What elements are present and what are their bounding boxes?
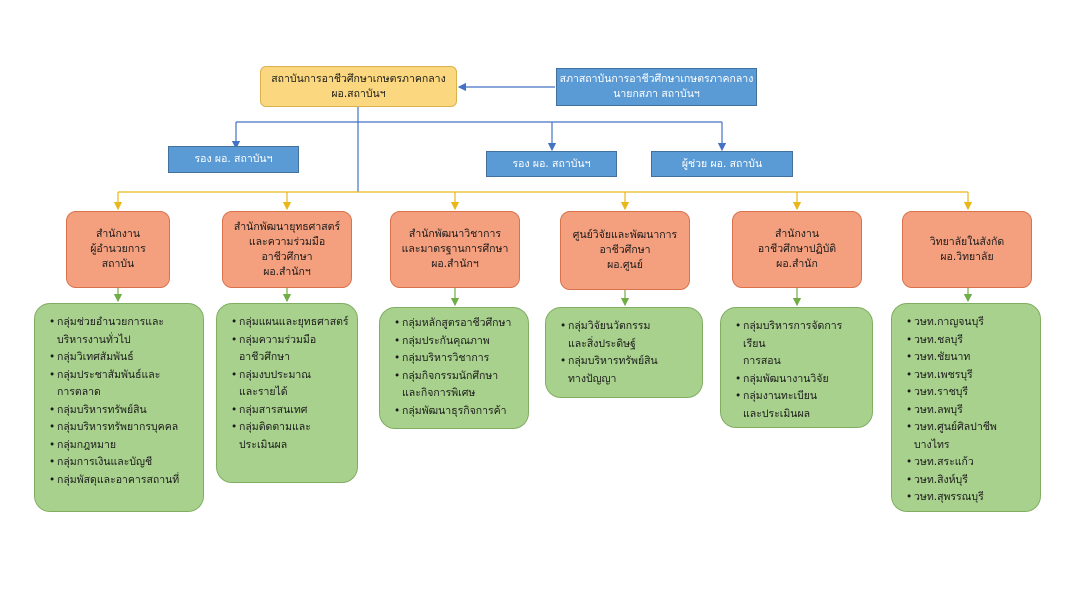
list-item: กลุ่มแผนและยุทธศาสตร์	[231, 314, 349, 332]
group-list-colleges: วษท.กาญจนบุรี วษท.ชลบุรี วษท.ชัยนาท วษท.…	[891, 303, 1041, 512]
list-item: วษท.ศูนย์ศิลปาชีพบางไทร	[906, 419, 1032, 454]
unit-box-practical-office: สำนักงาน อาชีวศึกษาปฏิบัติ ผอ.สำนัก	[732, 211, 862, 288]
council-box: สภาสถาบันการอาชีวศึกษาเกษตรภาคกลาง นายกส…	[556, 68, 757, 106]
list-item: กลุ่มวิจัยนวัตกรรม และสิ่งประดิษฐ์	[560, 318, 694, 353]
unit-box-colleges: วิทยาลัยในสังกัด ผอ.วิทยาลัย	[902, 211, 1032, 288]
list-item: กลุ่มบริหารวิชาการ	[394, 350, 520, 368]
deputy-director-mid-box: รอง ผอ. สถาบันฯ	[486, 151, 617, 177]
institute-director-box: สถาบันการอาชีวศึกษาเกษตรภาคกลาง ผอ.สถาบั…	[260, 66, 457, 107]
list-item: กลุ่มบริหารการจัดการเรียน การสอน	[735, 318, 864, 371]
unit-box-director-office: สำนักงาน ผู้อำนวยการ สถาบัน	[66, 211, 170, 288]
list-item: กลุ่มประกันคุณภาพ	[394, 333, 520, 351]
deputy-director-left-label: รอง ผอ. สถาบันฯ	[194, 153, 273, 165]
list-item: กลุ่มบริหารทรัพย์สิน ทางปัญญา	[560, 353, 694, 388]
list-item: กลุ่มสารสนเทศ	[231, 402, 349, 420]
unit-title-line: ผอ.สำนักฯ	[263, 265, 311, 278]
list-item: กลุ่มงบประมาณ และรายได้	[231, 367, 349, 402]
unit-title-line: ผอ.ศูนย์	[607, 259, 643, 271]
unit-title-line: ผอ.สำนัก	[776, 258, 818, 270]
list-item: กลุ่มบริหารทรัพย์สิน	[49, 402, 195, 420]
list-item: กลุ่มช่วยอำนวยการและ บริหารงานทั่วไป	[49, 314, 195, 349]
unit-title-line: ผอ.วิทยาลัย	[940, 250, 994, 263]
group-list-strategy-office: กลุ่มแผนและยุทธศาสตร์ กลุ่มความร่วมมือ อ…	[216, 303, 358, 483]
unit-title-line: ผู้อำนวยการ	[90, 243, 146, 255]
list-item: กลุ่มพัฒนางานวิจัย	[735, 371, 864, 389]
unit-title-line: อาชีวศึกษา	[261, 250, 313, 263]
unit-title-line: สำนักพัฒนาวิชาการ	[408, 228, 502, 240]
group-list-academic-office: กลุ่มหลักสูตรอาชีวศึกษา กลุ่มประกันคุณภา…	[379, 307, 529, 429]
unit-box-research-center: ศูนย์วิจัยและพัฒนาการ อาชีวศึกษา ผอ.ศูนย…	[560, 211, 690, 290]
unit-title-line: อาชีวศึกษา	[599, 244, 651, 256]
unit-title-line: สำนักงาน	[774, 228, 820, 240]
list-item: กลุ่มบริหารทรัพยากรบุคคล	[49, 419, 195, 437]
list-item: วษท.สุพรรณบุรี	[906, 489, 1032, 507]
unit-title-line: วิทยาลัยในสังกัด	[929, 235, 1005, 248]
list-item: กลุ่มการเงินและบัญชี	[49, 454, 195, 472]
list-item: กลุ่มกฎหมาย	[49, 437, 195, 455]
group-list-director-office: กลุ่มช่วยอำนวยการและ บริหารงานทั่วไป กลุ…	[34, 303, 204, 512]
unit-title-line: ศูนย์วิจัยและพัฒนาการ	[572, 229, 678, 241]
list-item: วษท.สิงห์บุรี	[906, 472, 1032, 490]
list-item: วษท.เพชรบุรี	[906, 367, 1032, 385]
institute-name: สถาบันการอาชีวศึกษาเกษตรภาคกลาง	[271, 72, 446, 85]
list-item: กลุ่มพัฒนาธุรกิจการค้า	[394, 403, 520, 421]
assistant-director-box: ผู้ช่วย ผอ. สถาบัน	[651, 151, 793, 177]
list-item: วษท.ชลบุรี	[906, 332, 1032, 350]
list-item: กลุ่มงานทะเบียน และประเมินผล	[735, 388, 864, 423]
council-chair-title: นายกสภา สถาบันฯ	[613, 88, 700, 100]
unit-box-strategy-office: สำนักพัฒนายุทธศาสตร์ และความร่วมมือ อาชี…	[222, 211, 352, 288]
list-item: กลุ่มวิเทศสัมพันธ์	[49, 349, 195, 367]
unit-title-line: และมาตรฐานการศึกษา	[401, 243, 509, 255]
unit-box-academic-office: สำนักพัฒนาวิชาการ และมาตรฐานการศึกษา ผอ.…	[390, 211, 520, 288]
group-list-practical-office: กลุ่มบริหารการจัดการเรียน การสอน กลุ่มพั…	[720, 307, 873, 428]
list-item: วษท.สระแก้ว	[906, 454, 1032, 472]
deputy-director-left-box: รอง ผอ. สถาบันฯ	[168, 146, 299, 173]
list-item: กลุ่มหลักสูตรอาชีวศึกษา	[394, 315, 520, 333]
assistant-director-label: ผู้ช่วย ผอ. สถาบัน	[681, 157, 763, 170]
institute-director-title: ผอ.สถาบันฯ	[331, 87, 386, 100]
unit-title-line: อาชีวศึกษาปฏิบัติ	[757, 243, 837, 255]
council-name: สภาสถาบันการอาชีวศึกษาเกษตรภาคกลาง	[559, 73, 754, 85]
deputy-director-mid-label: รอง ผอ. สถาบันฯ	[512, 157, 591, 170]
unit-title-line: ผอ.สำนักฯ	[431, 258, 479, 270]
group-list-research-center: กลุ่มวิจัยนวัตกรรม และสิ่งประดิษฐ์ กลุ่ม…	[545, 307, 703, 398]
list-item: กลุ่มประชาสัมพันธ์และ การตลาด	[49, 367, 195, 402]
list-item: กลุ่มความร่วมมือ อาชีวศึกษา	[231, 332, 349, 367]
unit-title-line: สำนักงาน	[95, 228, 141, 240]
list-item: กลุ่มกิจกรรมนักศึกษา และกิจการพิเศษ	[394, 368, 520, 403]
list-item: วษท.ชัยนาท	[906, 349, 1032, 367]
unit-title-line: สำนักพัฒนายุทธศาสตร์	[233, 220, 341, 233]
list-item: วษท.ราชบุรี	[906, 384, 1032, 402]
list-item: กลุ่มพัสดุและอาคารสถานที่	[49, 472, 195, 490]
list-item: วษท.กาญจนบุรี	[906, 314, 1032, 332]
unit-title-line: สถาบัน	[101, 258, 135, 270]
list-item: กลุ่มติดตามและ ประเมินผล	[231, 419, 349, 454]
list-item: วษท.ลพบุรี	[906, 402, 1032, 420]
unit-title-line: และความร่วมมือ	[248, 235, 326, 248]
